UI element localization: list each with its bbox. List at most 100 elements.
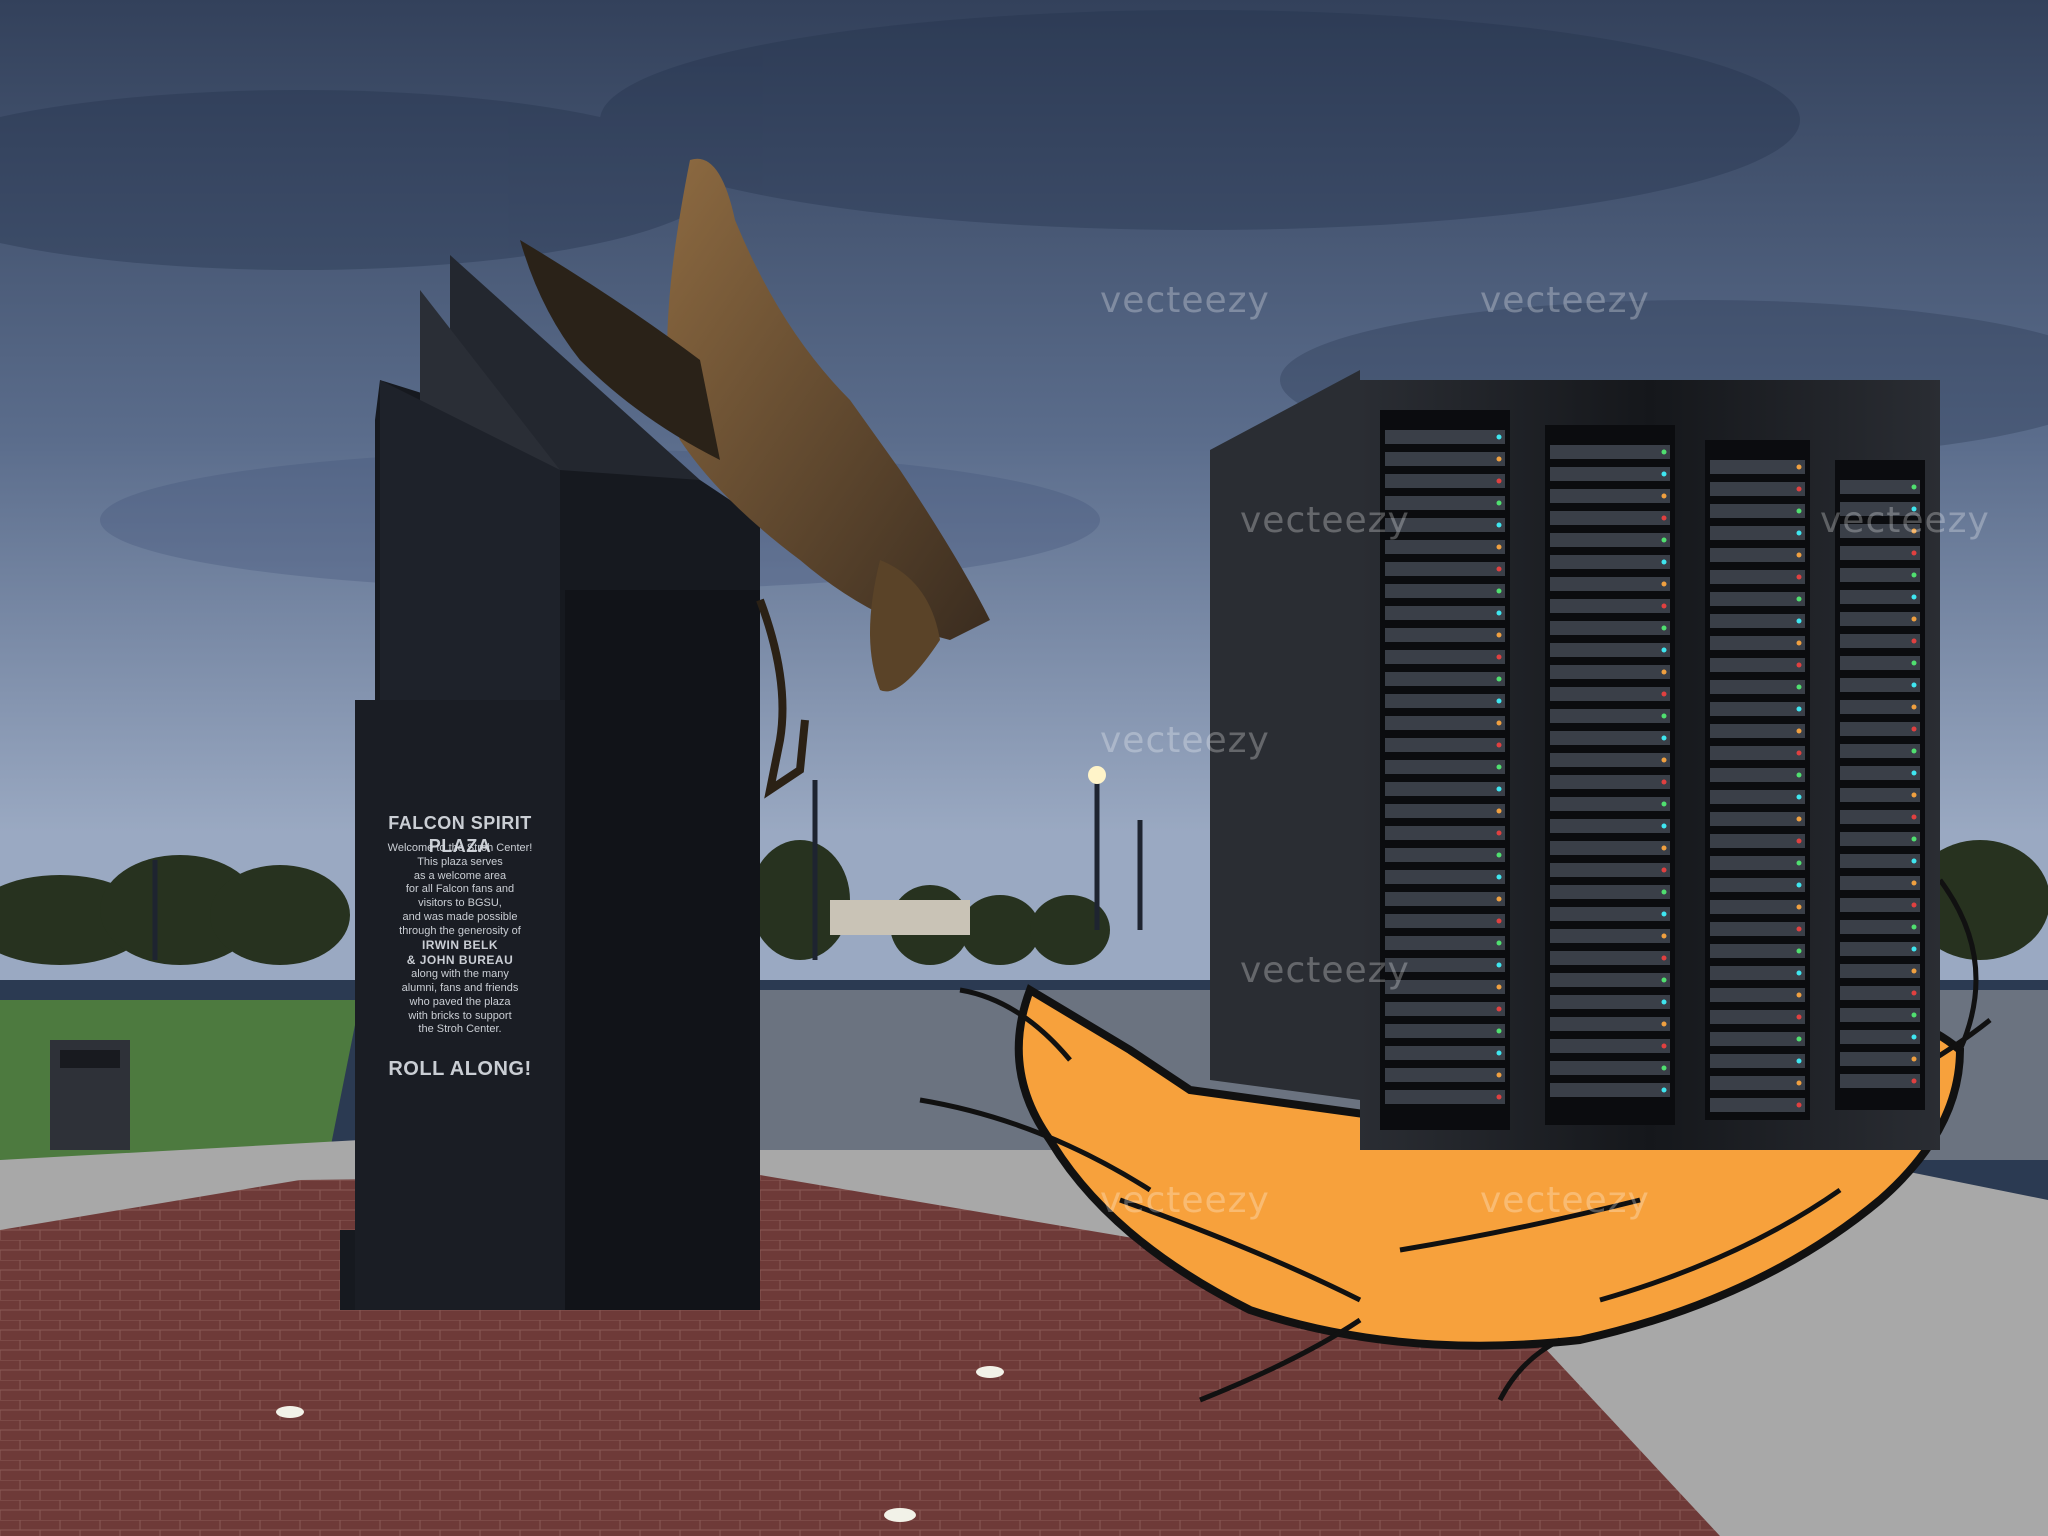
server-unit: [1550, 687, 1670, 701]
server-unit: [1550, 929, 1670, 943]
status-led: [1496, 632, 1502, 638]
status-led: [1496, 1028, 1502, 1034]
status-led: [1496, 1050, 1502, 1056]
status-led: [1496, 676, 1502, 682]
server-unit: [1550, 907, 1670, 921]
server-unit: [1550, 951, 1670, 965]
server-unit: [1840, 502, 1920, 516]
server-unit: [1550, 863, 1670, 877]
server-unit: [1550, 753, 1670, 767]
plaque-line: alumni, fans and friends: [401, 982, 519, 994]
server-unit: [1385, 452, 1505, 466]
status-led: [1661, 801, 1667, 807]
status-led: [1911, 682, 1917, 688]
server-unit: [1385, 1046, 1505, 1060]
server-unit: [1385, 738, 1505, 752]
status-led: [1661, 977, 1667, 983]
status-led: [1661, 669, 1667, 675]
status-led: [1496, 918, 1502, 924]
server-unit: [1840, 678, 1920, 692]
server-unit: [1840, 590, 1920, 604]
status-led: [1496, 434, 1502, 440]
tree-line: [0, 840, 2048, 965]
status-led: [1911, 770, 1917, 776]
status-led: [1796, 464, 1802, 470]
server-unit: [1710, 834, 1805, 848]
status-led: [1496, 478, 1502, 484]
status-led: [1796, 530, 1802, 536]
status-led: [1796, 882, 1802, 888]
server-unit: [1385, 936, 1505, 950]
server-unit: [1550, 841, 1670, 855]
status-led: [1661, 1087, 1667, 1093]
server-unit: [1710, 680, 1805, 694]
status-led: [1661, 581, 1667, 587]
status-led: [1661, 933, 1667, 939]
server-unit: [1550, 1039, 1670, 1053]
server-unit: [1710, 878, 1805, 892]
server-unit: [1385, 914, 1505, 928]
server-racks: [1210, 370, 1940, 1150]
status-led: [1496, 654, 1502, 660]
status-led: [1911, 748, 1917, 754]
plaque-line: visitors to BGSU,: [418, 897, 502, 909]
status-led: [1796, 618, 1802, 624]
status-led: [1796, 486, 1802, 492]
server-unit: [1710, 746, 1805, 760]
server-unit: [1550, 489, 1670, 503]
status-led: [1796, 750, 1802, 756]
server-unit: [1550, 885, 1670, 899]
plaque-line: through the generosity of: [399, 924, 521, 937]
status-led: [1496, 874, 1502, 880]
server-unit: [1710, 482, 1805, 496]
status-led: [1911, 484, 1917, 490]
status-led: [1496, 588, 1502, 594]
server-unit: [1710, 1032, 1805, 1046]
light-poles: [152, 780, 1143, 960]
server-unit: [1385, 518, 1505, 532]
server-unit: [1840, 898, 1920, 912]
server-unit: [1710, 658, 1805, 672]
server-unit: [1710, 988, 1805, 1002]
status-led: [1661, 713, 1667, 719]
status-led: [1911, 968, 1917, 974]
server-unit: [1840, 810, 1920, 824]
server-unit: [1840, 1074, 1920, 1088]
status-led: [1661, 867, 1667, 873]
status-led: [1796, 926, 1802, 932]
plaque-line: for all Falcon fans and: [405, 883, 515, 896]
status-led: [1661, 735, 1667, 741]
status-led: [1796, 1058, 1802, 1064]
server-unit: [1840, 722, 1920, 736]
status-led: [1661, 471, 1667, 477]
server-unit: [1550, 819, 1670, 833]
status-led: [1661, 1043, 1667, 1049]
status-led: [1661, 823, 1667, 829]
status-led: [1911, 990, 1917, 996]
server-unit: [1550, 665, 1670, 679]
server-unit: [1550, 797, 1670, 811]
server-unit: [1840, 1008, 1920, 1022]
granite-monument: [340, 255, 760, 1310]
status-led: [1661, 537, 1667, 543]
server-unit: [1385, 430, 1505, 444]
status-led: [1911, 528, 1917, 534]
server-unit: [1550, 511, 1670, 525]
status-led: [1911, 506, 1917, 512]
server-unit: [1550, 1017, 1670, 1031]
status-led: [1496, 500, 1502, 506]
server-unit: [1710, 812, 1805, 826]
server-unit: [1710, 636, 1805, 650]
trash-can: [50, 1040, 130, 1150]
server-unit: [1550, 467, 1670, 481]
status-led: [1661, 647, 1667, 653]
status-led: [1796, 772, 1802, 778]
status-led: [1911, 792, 1917, 798]
server-unit: [1385, 782, 1505, 796]
server-unit: [1550, 621, 1670, 635]
status-led: [1496, 544, 1502, 550]
status-led: [1661, 1021, 1667, 1027]
status-led: [1796, 948, 1802, 954]
server-unit: [1710, 900, 1805, 914]
